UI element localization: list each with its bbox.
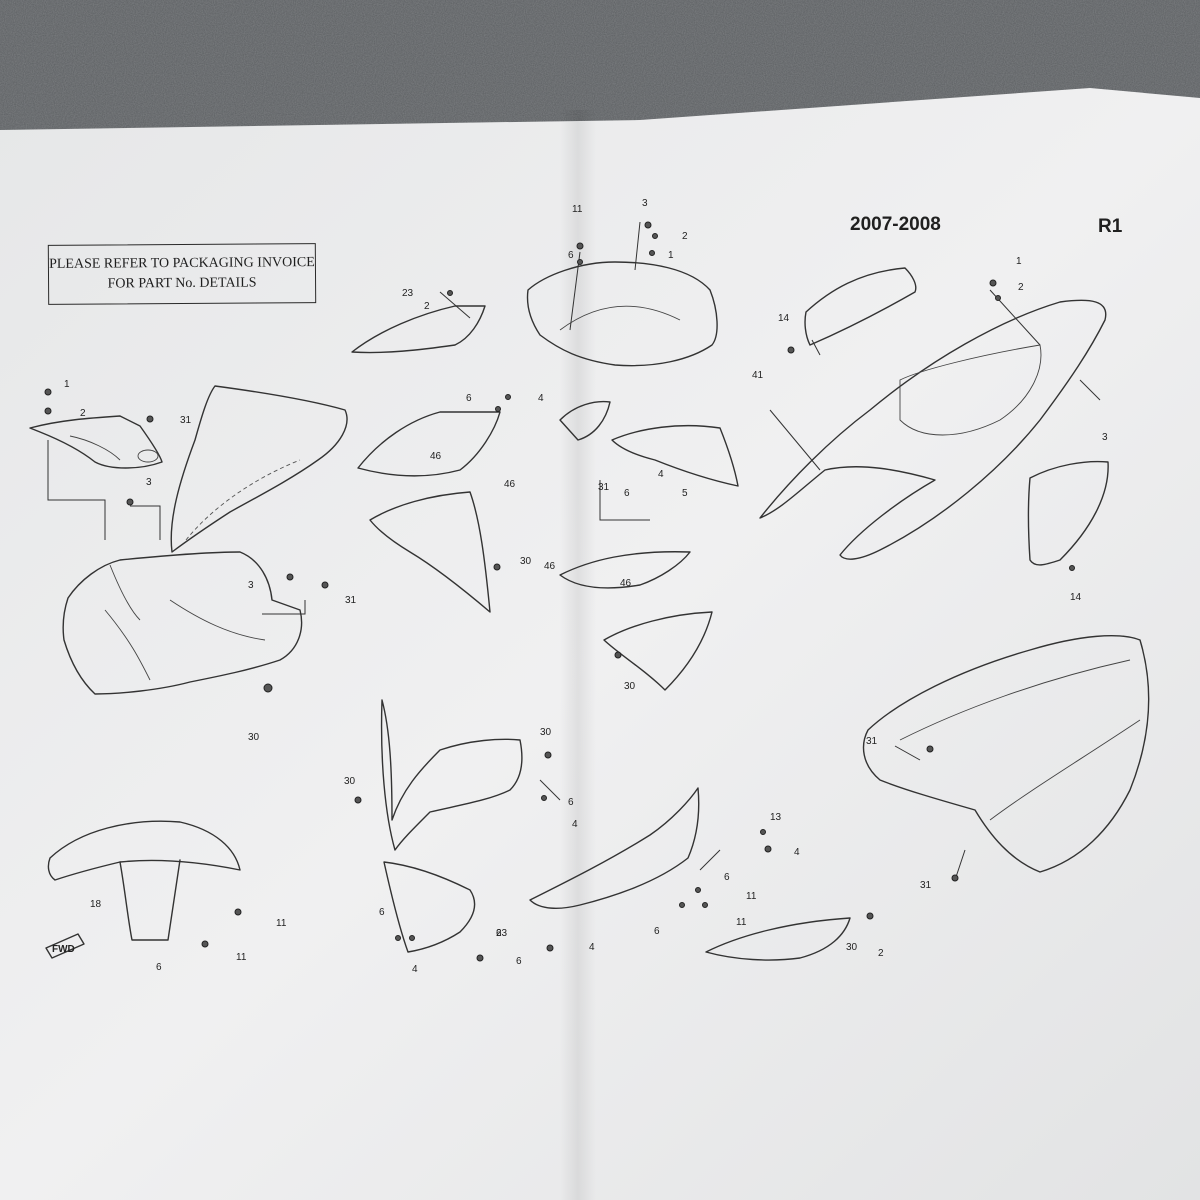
callout-number: 11 bbox=[572, 204, 583, 215]
callout-number: 46 bbox=[430, 451, 442, 462]
callout-number: 3 bbox=[248, 580, 254, 591]
callout-number: 23 bbox=[496, 928, 508, 939]
callout-number: 6 bbox=[624, 488, 630, 499]
callout-number: 11 bbox=[746, 891, 757, 902]
callout-number: 2 bbox=[1018, 282, 1024, 293]
fwd-arrow-icon: FWD bbox=[45, 933, 85, 959]
callout-number: 3 bbox=[1102, 432, 1108, 443]
callout-number: 30 bbox=[248, 732, 260, 743]
callout-number: 6 bbox=[516, 956, 522, 967]
callout-number: 13 bbox=[770, 812, 782, 823]
callout-number: 6 bbox=[156, 962, 162, 973]
callout-number: 14 bbox=[778, 313, 790, 324]
callout-number: 31 bbox=[180, 415, 192, 426]
callout-number: 2 bbox=[80, 408, 86, 419]
callout-number: 4 bbox=[572, 819, 578, 830]
part-mid-cowl-right bbox=[559, 400, 739, 691]
callout-number: 18 bbox=[90, 899, 102, 910]
callout-number: 30 bbox=[520, 556, 532, 567]
callout-labels: 1 2 31 3 3 31 30 23 2 11 6 3 2 1 6 4 46 … bbox=[64, 198, 1108, 975]
part-front-cowl bbox=[62, 551, 303, 695]
fastener-bolts bbox=[44, 221, 1075, 962]
paper-sheet bbox=[0, 88, 1200, 1200]
callout-number: 23 bbox=[402, 288, 414, 299]
callout-number: 1 bbox=[668, 250, 674, 261]
part-windscreen bbox=[170, 385, 348, 553]
callout-number: 46 bbox=[620, 578, 632, 589]
part-mid-cowl-left bbox=[357, 411, 501, 613]
callout-number: 31 bbox=[598, 482, 610, 493]
callout-number: 6 bbox=[724, 872, 730, 883]
part-upper-inner-panel bbox=[29, 415, 163, 469]
callout-number: 30 bbox=[540, 727, 552, 738]
part-tank-cover bbox=[526, 261, 718, 367]
callout-number: 46 bbox=[544, 561, 556, 572]
callout-number: 30 bbox=[624, 681, 636, 692]
callout-number: 4 bbox=[589, 942, 595, 953]
callout-number: 4 bbox=[794, 847, 800, 858]
callout-number: 31 bbox=[920, 880, 932, 891]
callout-number: 31 bbox=[866, 736, 878, 747]
callout-number: 2 bbox=[682, 231, 688, 242]
notice-line-2: FOR PART No. DETAILS bbox=[107, 275, 257, 292]
callout-number: 1 bbox=[64, 379, 70, 390]
callout-number: 6 bbox=[654, 926, 660, 937]
model-name: R1 bbox=[1098, 216, 1123, 237]
notice-line-1: PLEASE REFER TO PACKAGING INVOICE bbox=[48, 255, 315, 272]
callout-number: 30 bbox=[344, 776, 356, 787]
callout-number: 6 bbox=[466, 393, 472, 404]
callout-number: 4 bbox=[658, 469, 664, 480]
callout-number: 6 bbox=[379, 907, 385, 918]
callout-number: 6 bbox=[568, 797, 574, 808]
callout-number: 4 bbox=[538, 393, 544, 404]
callout-number: 11 bbox=[276, 918, 287, 929]
callout-number: 46 bbox=[504, 479, 516, 490]
callout-number: 6 bbox=[496, 928, 502, 939]
callout-number: 1 bbox=[1016, 256, 1022, 267]
callout-number: 31 bbox=[345, 595, 357, 606]
notice-box: PLEASE REFER TO PACKAGING INVOICE FOR PA… bbox=[47, 243, 317, 305]
callout-number: 4 bbox=[412, 964, 418, 975]
callout-number: 2 bbox=[424, 301, 430, 312]
part-front-fender bbox=[47, 820, 241, 941]
part-undertray bbox=[862, 634, 1150, 873]
callout-number: 41 bbox=[752, 370, 764, 381]
callout-number: 11 bbox=[736, 917, 747, 928]
callout-number: 3 bbox=[642, 198, 648, 209]
callout-number: 3 bbox=[146, 477, 152, 488]
part-small-side-panel bbox=[351, 305, 486, 354]
model-years: 2007-2008 bbox=[850, 214, 941, 235]
callout-number: 30 bbox=[846, 942, 858, 953]
part-lower-fairing-right bbox=[529, 787, 851, 961]
fwd-label: FWD bbox=[52, 944, 75, 955]
leader-lines bbox=[47, 221, 1101, 881]
part-tail-section bbox=[759, 267, 1109, 566]
callout-number: 11 bbox=[236, 952, 247, 963]
callout-number: 2 bbox=[878, 948, 884, 959]
callout-number: 6 bbox=[568, 250, 574, 261]
part-lower-fairing-left bbox=[380, 699, 523, 953]
callout-number: 14 bbox=[1070, 592, 1082, 603]
callout-number: 5 bbox=[682, 488, 688, 499]
